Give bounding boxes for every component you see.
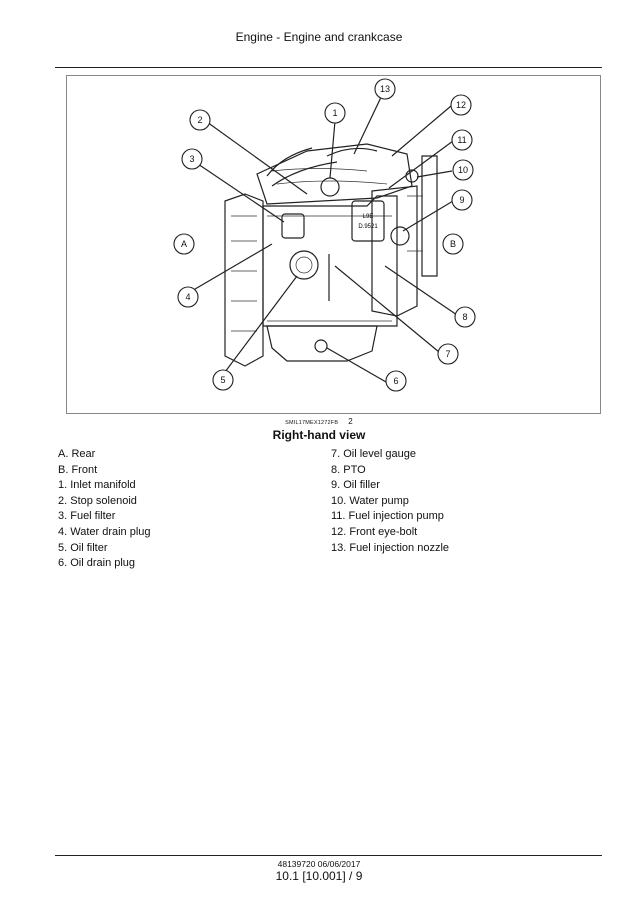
figure-reference-code: SMIL17MEX1272FB (285, 420, 339, 426)
legend-item: 13. Fuel injection nozzle (331, 541, 450, 554)
flywheel-housing (224, 193, 264, 367)
footer-document-id: 48139720 06/06/2017 (277, 859, 361, 869)
legend-item: 2. Stop solenoid (58, 494, 137, 507)
callout-9: 9 (451, 189, 473, 211)
footer-page-number: 10.1 [10.001] / 9 (275, 869, 363, 883)
engine-block (262, 195, 398, 327)
callout-11: 11 (451, 129, 473, 151)
legend-item: 1. Inlet manifold (58, 479, 136, 492)
callout-B: B (442, 233, 464, 255)
svg-text:6: 6 (393, 376, 398, 386)
svg-text:A: A (181, 239, 187, 249)
svg-text:7: 7 (445, 349, 450, 359)
legend-item: 12. Front eye-bolt (331, 525, 418, 538)
legend-item: 8. PTO (331, 463, 366, 476)
figure-reference: SMIL17MEX1272FB 2 (0, 417, 638, 426)
callout-4: 4 (177, 286, 199, 308)
svg-text:13: 13 (380, 84, 390, 94)
legend-right: 7. Oil level gauge 8. PTO 9. Oil filler … (331, 447, 449, 556)
legend-item: 5. Oil filter (58, 541, 108, 554)
svg-text:11: 11 (457, 135, 466, 145)
callout-2: 2 (189, 109, 211, 131)
footer-divider (55, 855, 602, 856)
svg-text:12: 12 (456, 100, 466, 110)
callout-6: 6 (385, 370, 407, 392)
figure-caption: Right-hand view (272, 428, 366, 442)
legend-item: 7. Oil level gauge (331, 448, 416, 460)
legend-item: 10. Water pump (331, 494, 409, 507)
svg-text:1: 1 (332, 108, 337, 118)
svg-text:5: 5 (220, 375, 225, 385)
legend-item: 6. Oil drain plug (58, 557, 136, 570)
header-divider (55, 67, 602, 68)
legend-left: A. Rear B. Front 1. Inlet manifold 2. St… (58, 447, 151, 572)
engine-drawing: L9E D.9521 1 2 3 4 5 6 7 8 9 10 11 12 13 (173, 78, 476, 392)
callout-3: 3 (181, 148, 203, 170)
callout-13: 13 (374, 78, 396, 100)
engine-illustration: L9E D.9521 1 2 3 4 5 6 7 8 9 10 11 12 13 (66, 75, 601, 414)
svg-text:8: 8 (462, 312, 467, 322)
svg-text:4: 4 (185, 292, 190, 302)
legend-item: 11. Fuel injection pump (331, 510, 444, 523)
legend-item: 9. Oil filler (331, 479, 380, 492)
legend-item: B. Front (58, 463, 98, 476)
figure-number: 2 (348, 417, 353, 426)
legend-item: 4. Water drain plug (58, 525, 151, 538)
plate-label: L9E (363, 214, 374, 220)
legend-item: A. Rear (58, 448, 96, 460)
svg-text:9: 9 (459, 195, 464, 205)
gear-case (371, 185, 418, 317)
page-header-title: Engine - Engine and crankcase (235, 30, 403, 44)
callout-5: 5 (212, 369, 234, 391)
callout-8: 8 (454, 306, 476, 328)
svg-text:D.9521: D.9521 (358, 224, 378, 230)
callout-A: A (173, 233, 195, 255)
svg-text:B: B (450, 239, 456, 249)
callout-7: 7 (437, 343, 459, 365)
callout-12: 12 (450, 94, 472, 116)
oil-pan (266, 325, 378, 362)
oil-drain-plug-shape (314, 339, 328, 353)
engine-plate (351, 200, 385, 242)
svg-text:2: 2 (197, 115, 202, 125)
svg-text:10: 10 (458, 165, 468, 175)
legend-item: 3. Fuel filter (58, 510, 116, 523)
callout-10: 10 (452, 159, 474, 181)
fuel-filter-shape (281, 213, 305, 239)
oil-filter-shape (289, 250, 319, 280)
svg-text:3: 3 (189, 154, 194, 164)
callout-1: 1 (324, 102, 346, 124)
oil-filler-shape (390, 226, 410, 246)
